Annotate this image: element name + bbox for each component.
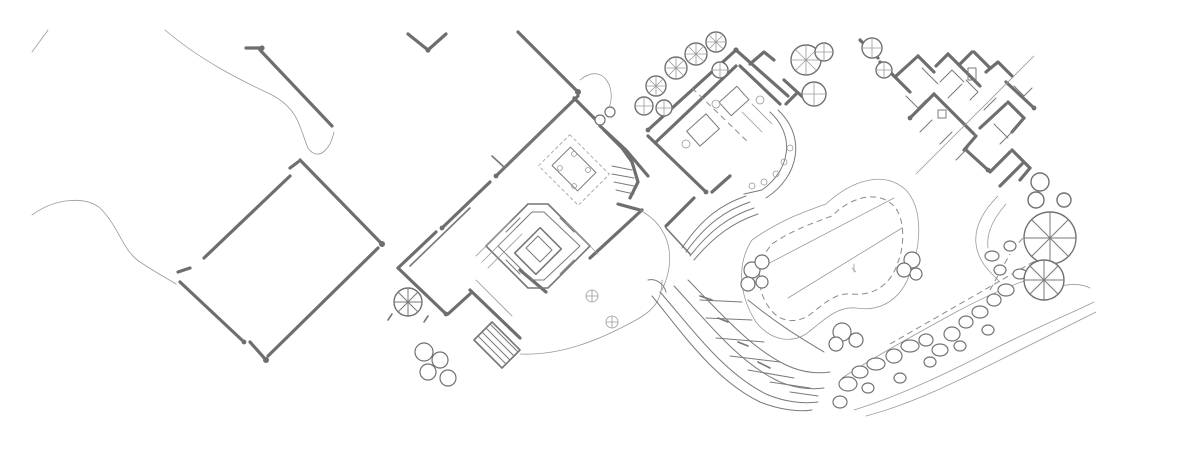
grading-arcs: [519, 73, 671, 355]
bedroom-wing: [858, 38, 1037, 188]
dining-area: [538, 134, 610, 206]
landscape-trees: [387, 31, 1077, 387]
entry-planter: [387, 287, 429, 323]
main-house: [396, 94, 650, 340]
terrain-contours: [31, 29, 335, 285]
swimming-pool: [741, 178, 920, 340]
boulder-border: [832, 240, 1028, 409]
curved-terrace-steps: [647, 195, 831, 412]
garage-wing: [176, 30, 581, 363]
great-room-with-fireplace: [475, 203, 599, 317]
entry-stair: [473, 128, 642, 369]
